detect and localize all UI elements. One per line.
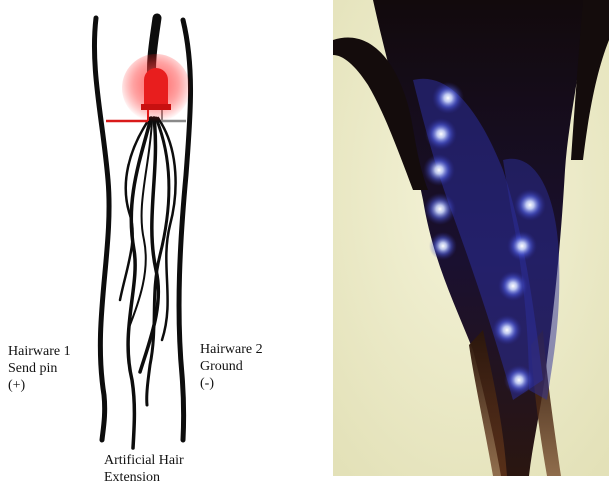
blue-led — [432, 82, 464, 114]
blue-led — [514, 189, 546, 221]
diagram-drawing — [0, 0, 330, 489]
hairware-diagram: Hairware 1 Send pin (+) Hairware 2 Groun… — [0, 0, 330, 489]
led-hair-photo — [333, 0, 609, 476]
blue-led — [504, 365, 534, 395]
blue-led — [498, 271, 528, 301]
photo-drawing — [333, 0, 609, 476]
blue-led — [507, 231, 537, 261]
blue-led — [424, 193, 456, 225]
label-hairware-2: Hairware 2 Ground (-) — [200, 341, 263, 392]
red-led — [122, 54, 190, 122]
label-hairware-2-name: Hairware 2 — [200, 341, 263, 358]
label-hairware-1-name: Hairware 1 — [8, 343, 71, 360]
label-hairware-2-polarity: (-) — [200, 375, 263, 392]
hair-strand-left — [94, 18, 109, 440]
label-extension-line-2: Extension — [104, 469, 184, 486]
label-hairware-1-role: Send pin — [8, 360, 71, 377]
label-hairware-1: Hairware 1 Send pin (+) — [8, 343, 71, 394]
label-hairware-2-role: Ground — [200, 358, 263, 375]
blue-led — [492, 315, 522, 345]
label-artificial-hair-extension: Artificial Hair Extension — [104, 452, 184, 486]
label-extension-line-1: Artificial Hair — [104, 452, 184, 469]
label-hairware-1-polarity: (+) — [8, 377, 71, 394]
blue-led — [423, 154, 455, 186]
blue-led — [429, 232, 457, 260]
blue-led — [425, 118, 457, 150]
